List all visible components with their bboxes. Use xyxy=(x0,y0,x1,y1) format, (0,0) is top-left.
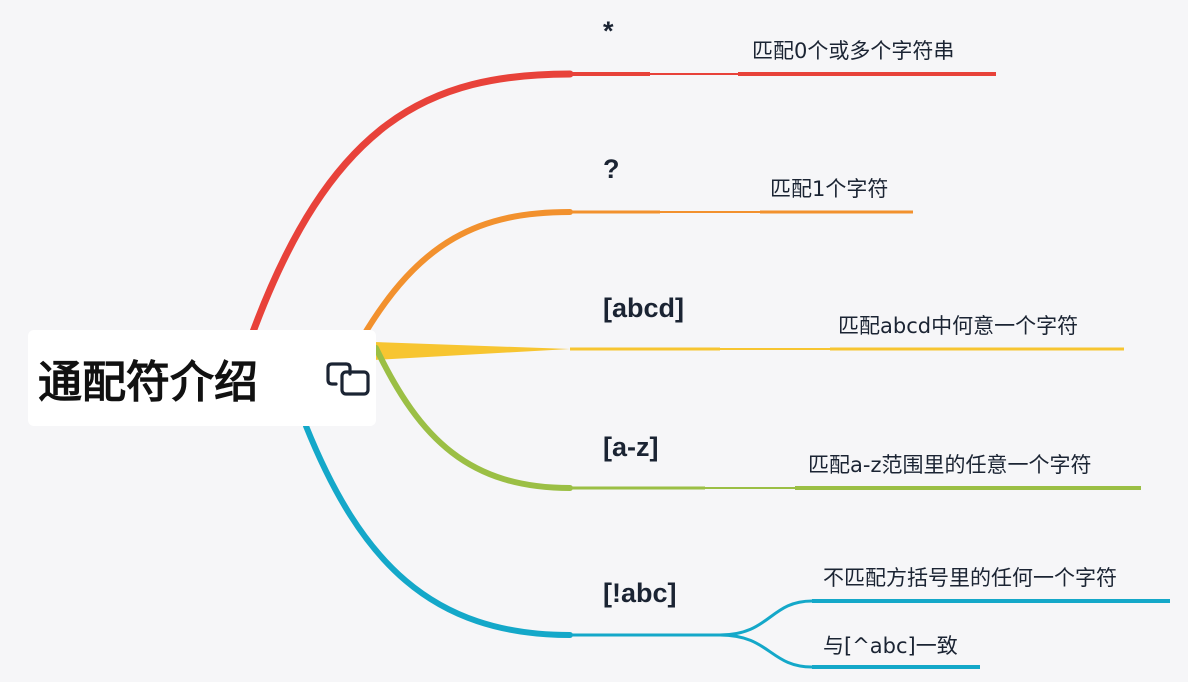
branch-underlines xyxy=(570,72,1170,669)
topic-a-z-range[interactable]: [a-z] xyxy=(603,432,659,462)
subtopic-asterisk-desc[interactable]: 匹配0个或多个字符串 xyxy=(752,39,955,63)
subtopic-negated-equivalent[interactable]: 与[^abc]一致 xyxy=(823,634,958,658)
branch-connector-2 xyxy=(359,209,573,341)
topic-asterisk[interactable]: * xyxy=(603,16,614,46)
topic-negated-set[interactable]: [!abc] xyxy=(603,578,677,608)
subtopic-question-desc[interactable]: 匹配1个字符 xyxy=(770,177,889,201)
central-topic[interactable]: 通配符介绍 xyxy=(28,330,376,426)
subtopic-a-z-desc[interactable]: 匹配a-z范围里的任意一个字符 xyxy=(808,453,1092,477)
branch-connector-3 xyxy=(374,342,570,360)
link-icon[interactable] xyxy=(324,358,376,398)
topic-abcd-set[interactable]: [abcd] xyxy=(603,293,684,323)
subtopic-negated-desc[interactable]: 不匹配方括号里的任何一个字符 xyxy=(823,566,1117,590)
branch-connector-5 xyxy=(303,423,573,638)
central-topic-title: 通配符介绍 xyxy=(38,357,258,408)
subtopic-abcd-desc[interactable]: 匹配abcd中何意一个字符 xyxy=(838,314,1079,338)
branch-connector-1 xyxy=(246,70,574,344)
topic-question-mark[interactable]: ? xyxy=(603,154,620,184)
branch-connector-4 xyxy=(373,345,573,491)
